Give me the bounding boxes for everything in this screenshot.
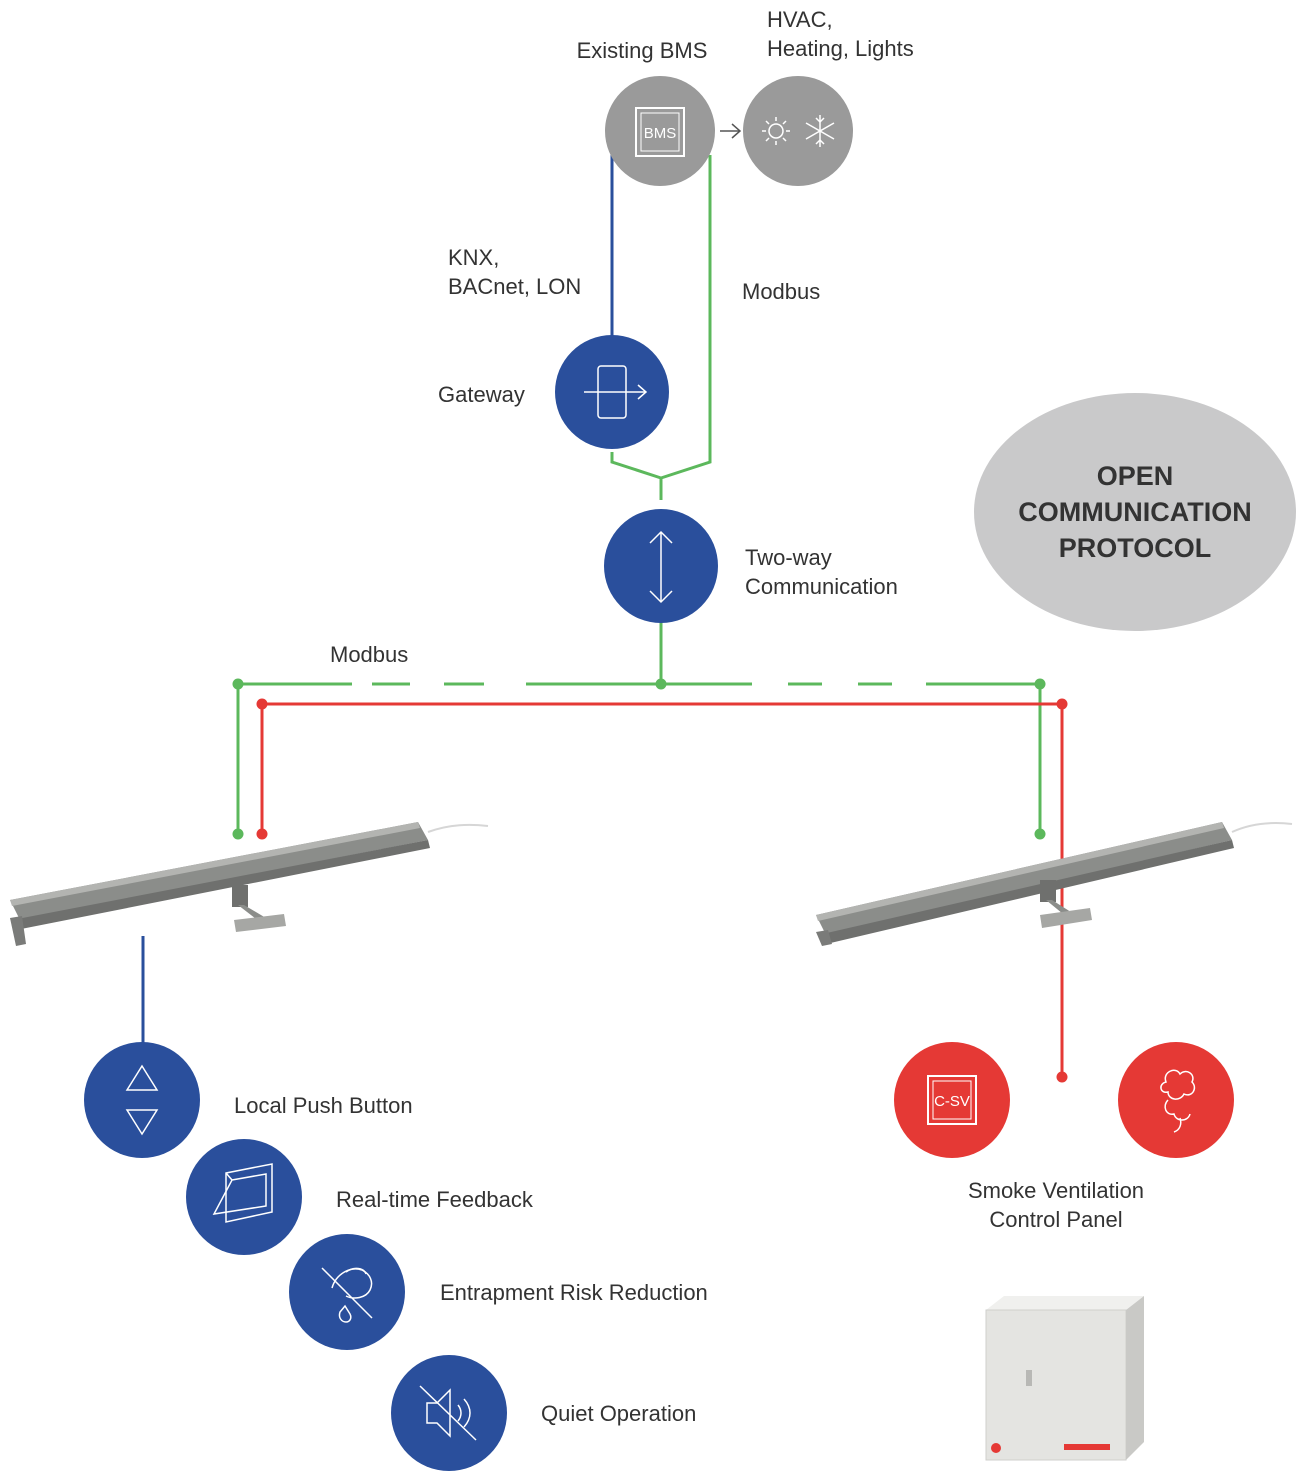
protocols-label: KNX, BACnet, LON — [448, 243, 581, 301]
actuator-right — [816, 822, 1293, 946]
hvac-label: HVAC, Heating, Lights — [767, 5, 914, 63]
smoke-red-nodes — [256, 698, 1068, 1083]
feature-label-quiet: Quiet Operation — [541, 1401, 697, 1426]
protocols-label-line2: BACnet, LON — [448, 274, 582, 299]
speaker-muted-icon — [419, 1385, 477, 1441]
feature-label-push-button: Local Push Button — [234, 1093, 413, 1118]
two-way-label-line2: Communication — [745, 574, 898, 599]
push-button-circle — [84, 1042, 200, 1158]
up-down-arrow-icon — [649, 530, 673, 604]
arrow-right-icon — [720, 123, 742, 139]
two-way-label: Two-way Communication — [745, 543, 898, 601]
gateway-icon — [584, 365, 648, 419]
bms-label: Existing BMS — [576, 38, 708, 63]
feedback-circle — [186, 1139, 302, 1255]
csv-circle: C-SV — [894, 1042, 1010, 1158]
sun-icon — [762, 117, 790, 145]
badge-line2: COMMUNICATION — [1018, 497, 1252, 527]
smoke-icon — [1160, 1069, 1196, 1133]
hvac-label-line1: HVAC, — [767, 7, 833, 32]
two-way-node — [604, 509, 718, 623]
hvac-node — [743, 76, 853, 186]
smoke-circle — [1118, 1042, 1234, 1158]
hand-crossed-icon — [321, 1267, 373, 1323]
actuator-left — [10, 822, 489, 946]
modbus-lower-label: Modbus — [330, 642, 409, 667]
badge-line1: OPEN — [1096, 461, 1174, 491]
csv-icon-text: C-SV — [934, 1093, 970, 1110]
window-icon — [212, 1163, 273, 1223]
smoke-panel-line1: Smoke Ventilation — [967, 1178, 1145, 1203]
control-panel-image — [985, 1296, 1144, 1461]
quiet-circle — [391, 1355, 507, 1471]
bms-node: BMS — [605, 76, 715, 186]
smoke-red-line — [260, 702, 1064, 1077]
feature-label-entrapment: Entrapment Risk Reduction — [440, 1280, 708, 1305]
smoke-panel-line2: Control Panel — [989, 1207, 1123, 1232]
two-way-label-line1: Two-way — [745, 545, 832, 570]
smoke-panel-label: Smoke Ventilation Control Panel — [926, 1176, 1186, 1234]
modbus-upper-line — [610, 155, 712, 684]
modbus-bus-line — [236, 682, 1042, 834]
hvac-label-line2: Heating, Lights — [767, 36, 914, 61]
entrapment-circle — [289, 1234, 405, 1350]
gateway-label: Gateway — [438, 382, 525, 407]
modbus-bus-nodes — [232, 678, 1046, 840]
snowflake-icon — [805, 115, 835, 147]
open-protocol-badge: OPEN COMMUNICATION PROTOCOL — [974, 393, 1296, 631]
protocols-label-line1: KNX, — [448, 245, 500, 270]
up-down-arrows-icon — [125, 1064, 159, 1136]
badge-line3: PROTOCOL — [1058, 533, 1212, 563]
feature-label-feedback: Real-time Feedback — [336, 1187, 533, 1212]
bms-icon-text: BMS — [644, 125, 677, 142]
modbus-upper-label: Modbus — [742, 279, 821, 304]
gateway-node — [555, 335, 669, 449]
